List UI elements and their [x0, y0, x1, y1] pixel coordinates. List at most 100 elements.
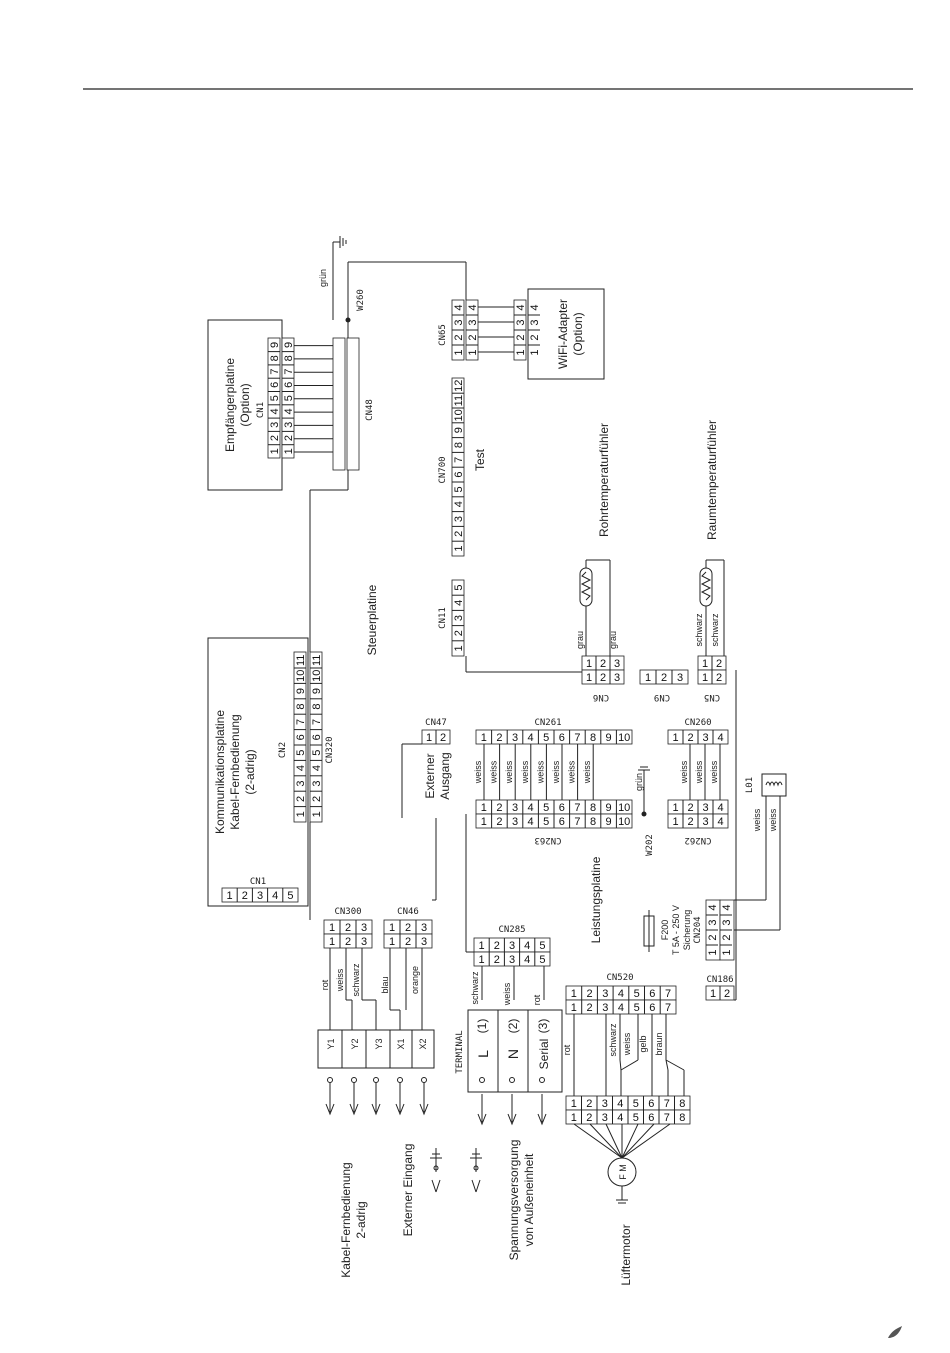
cn261-pin: 9	[606, 802, 612, 814]
remote-terminal-arrowhead	[419, 1103, 429, 1116]
cn700-label: CN700	[438, 456, 448, 483]
terminal-x2: X2	[418, 1038, 428, 1049]
cn2-pin: 2	[295, 796, 307, 802]
cn2-pin: 11	[295, 655, 307, 666]
terminal-num-2: (2)	[506, 1019, 520, 1034]
cn700-pin: 8	[453, 442, 465, 448]
l01-label: L01	[745, 777, 755, 793]
terminal-y3: Y3	[374, 1038, 384, 1049]
receiver-cn1-label: CN1	[256, 402, 266, 418]
cn520-pin: 6	[649, 988, 655, 1000]
remote-terminal-arrowhead	[371, 1103, 381, 1116]
wifi-pin: 3	[529, 319, 541, 325]
cn261-pin: 2	[496, 802, 502, 814]
cn9-pin: 3	[677, 672, 683, 684]
wire-label-rot-remote: rot	[320, 979, 330, 990]
motor-pin: 8	[679, 1112, 685, 1124]
cn320-label: CN320	[325, 736, 335, 763]
fuse-rating: T 5A - 250 V	[671, 905, 681, 955]
cn11-connector	[451, 579, 465, 657]
wire-label-weiss-cn261: weiss	[582, 760, 592, 784]
cn520-pin: 1	[571, 988, 577, 1000]
cn285-pin: 2	[494, 940, 500, 952]
cn5-pin: 2	[716, 658, 722, 670]
cn300-pin: 1	[329, 936, 335, 948]
cn285-label: CN285	[498, 925, 525, 935]
motor-lead	[589, 1123, 623, 1159]
terminal-n: N	[505, 1049, 521, 1059]
cn285-pin: 2	[494, 954, 500, 966]
cn65-pin: 4	[467, 304, 479, 310]
cn2-pin: 3	[295, 780, 307, 786]
remote-label-type: 2-adrig	[354, 1201, 368, 1238]
cn2-pin: 1	[311, 811, 323, 817]
receiver-board-option: (Option)	[238, 383, 252, 426]
cn700-pin: 9	[453, 427, 465, 433]
cn261-pin: 8	[590, 802, 596, 814]
receiver-board-title: Empfängerplatine	[223, 358, 237, 452]
cn204-pin: 1	[721, 949, 733, 955]
cn2-connector	[293, 651, 323, 823]
cn520-pin: 2	[586, 1002, 592, 1014]
terminal-l: L	[475, 1050, 491, 1058]
wire-label-blau: blau	[380, 976, 390, 993]
w260-label: W260	[356, 289, 366, 311]
external-output-sublabel: Ausgang	[438, 752, 452, 799]
cn204-pin: 3	[707, 919, 719, 925]
cn65-pin: 1	[453, 349, 465, 355]
cn5-pin: 2	[716, 672, 722, 684]
power-terminal-screw	[509, 1077, 515, 1083]
w202-junction	[641, 811, 647, 817]
w202-label: W202	[645, 834, 655, 856]
remote-terminal-screw	[327, 1077, 333, 1083]
wire-label-orange: orange	[410, 966, 420, 994]
wire-label-braun: braun	[654, 1032, 664, 1055]
power-terminal-arrowhead	[507, 1113, 517, 1126]
motor-pin: 5	[633, 1112, 639, 1124]
cn261-pin: 3	[512, 732, 518, 744]
wire-label-weiss-motor: weiss	[622, 1032, 632, 1056]
receiver-cn1-pin: 5	[269, 395, 281, 401]
receiver-cn1-pin: 7	[269, 368, 281, 374]
cn261-pin: 7	[574, 816, 580, 828]
cn186-pin: 2	[724, 988, 730, 1000]
cn65-pin: 2	[453, 334, 465, 340]
cn261-pin: 9	[606, 816, 612, 828]
cn46-pin: 1	[389, 922, 395, 934]
room-sensor-label: Raumtemperaturfühler	[705, 420, 719, 540]
wifi-adapter-option: (Option)	[571, 312, 585, 355]
cn261-pin: 5	[543, 802, 549, 814]
communication-board	[207, 637, 309, 907]
cn186-pin: 1	[710, 988, 716, 1000]
cn520-pin: 3	[602, 1002, 608, 1014]
power-terminal-screw	[539, 1077, 545, 1083]
cn260-pin: 3	[702, 816, 708, 828]
motor-pin: 3	[602, 1098, 608, 1110]
test-label: Test	[473, 448, 487, 471]
cn260-pin: 1	[672, 816, 678, 828]
cn204-pin: 2	[707, 934, 719, 940]
cn2-pin: 5	[311, 750, 323, 756]
remote-label: Kabel-Fernbedienung	[339, 1162, 353, 1277]
cn700-pin: 2	[453, 531, 465, 537]
wire-label-grau-1: grau	[575, 631, 585, 649]
receiver-cn1-pin: 6	[283, 382, 295, 388]
cn11-pin: 1	[453, 645, 465, 651]
power-supply-source: von Außeneinheit	[522, 1153, 536, 1246]
wifi-pin: 2	[529, 334, 541, 340]
cn261-pin: 4	[528, 816, 534, 828]
cn260-pin: 4	[717, 802, 723, 814]
cn6-pin: 3	[614, 658, 620, 670]
wire-label-schwarz-motor: schwarz	[608, 1023, 618, 1057]
cn2-pin: 6	[311, 734, 323, 740]
motor-wire	[619, 1059, 622, 1071]
comm-cn1-pin: 4	[272, 890, 278, 902]
cn261-pin: 6	[559, 802, 565, 814]
cn11-pin: 3	[453, 615, 465, 621]
cn9-label: CN9	[654, 692, 670, 702]
external-input-label: Externer Eingang	[401, 1144, 415, 1237]
wire-label-gruen-top: grün	[318, 269, 328, 287]
cn260-label: CN260	[684, 718, 711, 728]
power-terminal-screw	[479, 1077, 485, 1083]
motor-pin: 6	[648, 1098, 654, 1110]
